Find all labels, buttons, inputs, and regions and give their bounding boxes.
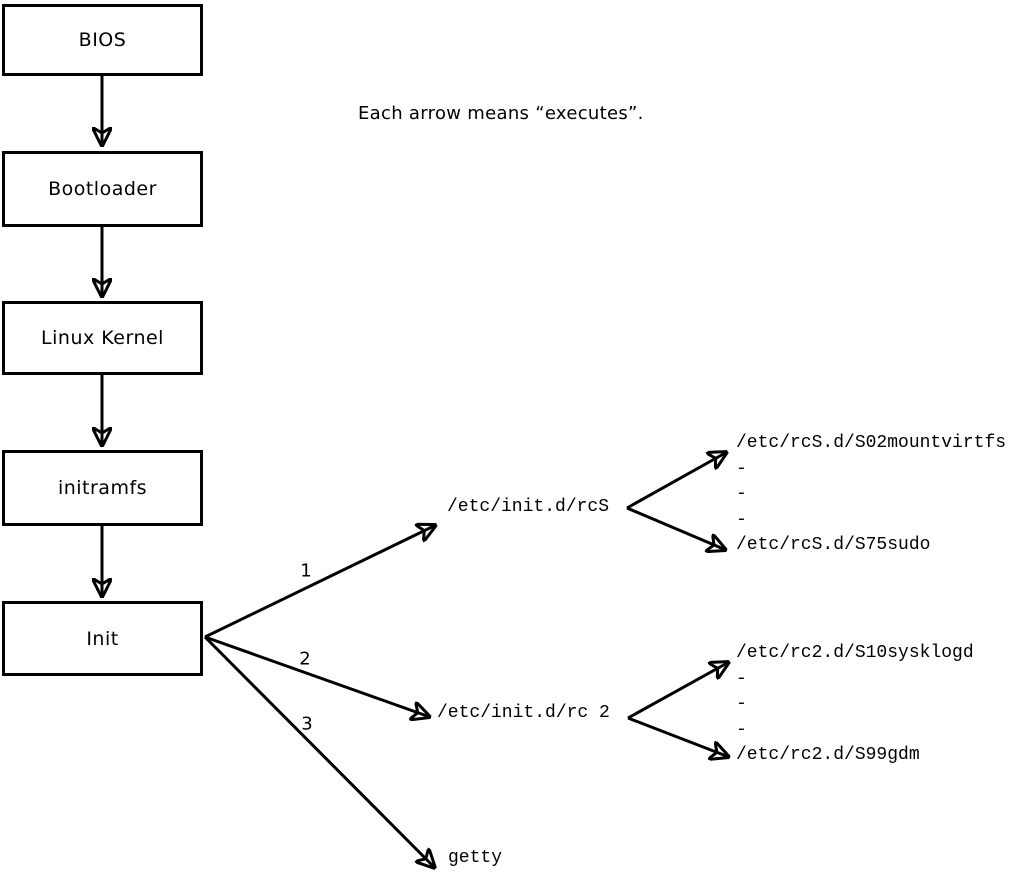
node-rcs-script-ellipsis: -	[736, 484, 747, 504]
box-bios: BIOS	[2, 4, 203, 76]
branch-number-2: 2	[299, 648, 311, 670]
node-rc2-script-s99gdm: /etc/rc2.d/S99gdm	[736, 745, 920, 765]
node-rc2-script-ellipsis: -	[736, 720, 747, 740]
box-label: BIOS	[78, 29, 127, 51]
arrow-rcs-to-s02mountvirtfs	[626, 452, 727, 510]
caption: Each arrow means “executes”.	[358, 103, 644, 124]
box-bootloader: Bootloader	[2, 151, 203, 227]
node-rc2-script-s10sysklogd: /etc/rc2.d/S10sysklogd	[736, 643, 974, 663]
box-label: initramfs	[57, 477, 148, 499]
arrow-init-to-rcs	[204, 525, 436, 639]
node-rc2-script-ellipsis: -	[736, 694, 747, 714]
box-init: Init	[2, 601, 203, 676]
node-getty: getty	[448, 848, 503, 868]
node-rcs-script-ellipsis: -	[736, 459, 747, 479]
node-rcs-script-ellipsis: -	[736, 510, 747, 530]
arrow-init-to-getty	[203, 635, 435, 868]
box-label: Bootloader	[48, 178, 157, 200]
arrow-rc2-to-s10sysklogd	[627, 662, 729, 720]
branch-number-3: 3	[301, 713, 313, 735]
node-rc2-script-ellipsis: -	[736, 669, 747, 689]
box-label: Init	[86, 627, 119, 650]
node-etc-init-d-rc2: /etc/init.d/rc 2	[437, 703, 610, 723]
node-rcs-script-s75sudo: /etc/rcS.d/S75sudo	[736, 535, 931, 555]
node-rcs-script-s02mountvirtfs: /etc/rcS.d/S02mountvirtfs	[736, 433, 1007, 453]
arrow-rcs-to-s75sudo	[626, 506, 726, 550]
arrow-init-to-rc2	[204, 635, 430, 717]
box-initramfs: initramfs	[2, 450, 203, 526]
box-linux-kernel: Linux Kernel	[2, 301, 203, 375]
node-etc-init-d-rcs: /etc/init.d/rcS	[447, 497, 610, 517]
box-label: Linux Kernel	[41, 327, 164, 349]
arrow-rc2-to-s99gdm	[627, 716, 729, 757]
branch-number-1: 1	[300, 560, 312, 582]
